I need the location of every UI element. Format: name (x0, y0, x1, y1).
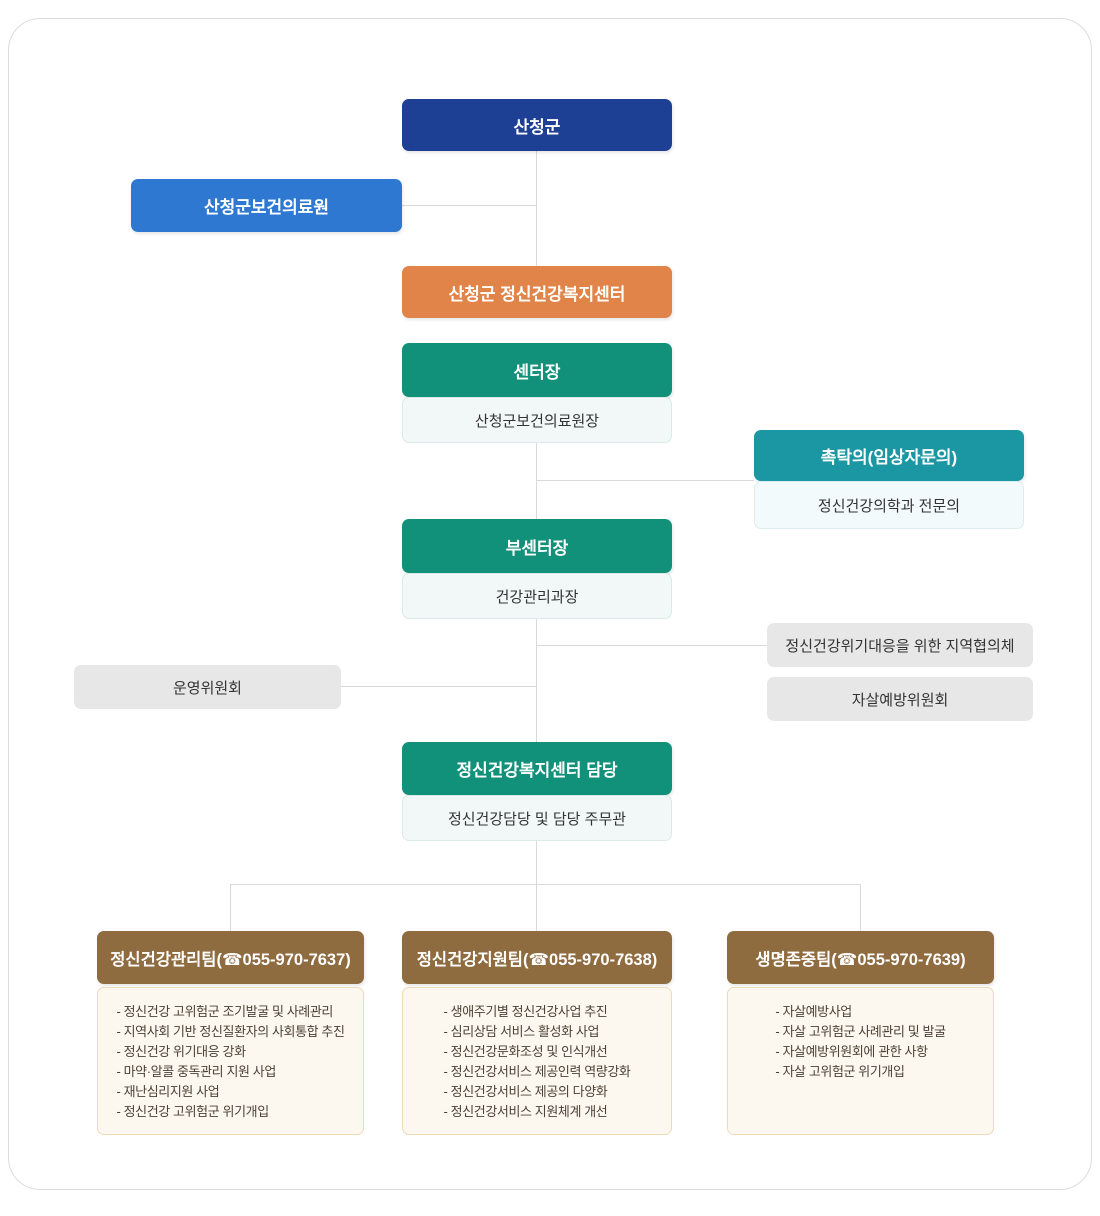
node-steering-committee: 운영위원회 (74, 665, 341, 709)
team1-duty: 정신건강 고위험군 조기발굴 및 사례관리 (116, 1002, 334, 1022)
team2-duty: 정신건강서비스 지원체계 개선 (444, 1102, 608, 1122)
node-deputy-director: 부센터장 (402, 519, 672, 573)
team-life-respect-duties: 자살예방사업 자살 고위험군 사례관리 및 발굴 자살예방위원회에 관한 사항 … (727, 987, 994, 1135)
team2-duty: 정신건강서비스 제공의 다양화 (444, 1082, 608, 1102)
connector-deputy-manager-vertical (536, 619, 537, 742)
node-mental-health-welfare-center: 산청군 정신건강복지센터 (402, 266, 672, 318)
team1-duty: 재난심리지원 사업 (116, 1082, 220, 1102)
team3-duty: 자살 고위험군 사례관리 및 발굴 (775, 1022, 947, 1042)
team-mental-health-support-duties: 생애주기별 정신건강사업 추진 심리상담 서비스 활성화 사업 정신건강문화조성… (402, 987, 672, 1135)
org-chart-card: 산청군 산청군보건의료원 산청군 정신건강복지센터 센터장 산청군보건의료원장 … (8, 18, 1092, 1190)
node-center-director: 센터장 (402, 343, 672, 397)
connector-steering-committee-horizontal (341, 686, 537, 687)
team1-duty: 정신건강 고위험군 위기개입 (116, 1102, 270, 1122)
node-team-mental-health-management: 정신건강관리팀(☎055-970-7637) (97, 931, 364, 984)
node-consulting-physician-sub: 정신건강의학과 전문의 (754, 481, 1024, 529)
connector-director-deputy-vertical (536, 443, 537, 519)
team2-duty: 심리상담 서비스 활성화 사업 (444, 1022, 600, 1042)
node-team-mental-health-support: 정신건강지원팀(☎055-970-7638) (402, 931, 672, 984)
connector-health-center-horizontal (402, 205, 537, 206)
connector-team3-drop (860, 884, 861, 931)
node-center-manager: 정신건강복지센터 담당 (402, 742, 672, 795)
connector-team2-drop (536, 884, 537, 931)
node-center-director-sub: 산청군보건의료원장 (402, 397, 672, 443)
team2-duty: 정신건강서비스 제공인력 역량강화 (444, 1062, 631, 1082)
team1-duty: 지역사회 기반 정신질환자의 사회통합 추진 (116, 1022, 345, 1042)
team-mental-health-management-duties: 정신건강 고위험군 조기발굴 및 사례관리 지역사회 기반 정신질환자의 사회통… (97, 987, 364, 1135)
node-center-manager-sub: 정신건강담당 및 담당 주무관 (402, 795, 672, 841)
node-deputy-director-sub: 건강관리과장 (402, 573, 672, 619)
connector-top-vertical (536, 151, 537, 266)
team3-duty: 자살예방위원회에 관한 사항 (775, 1042, 929, 1062)
team3-duty: 자살예방사업 (775, 1002, 853, 1022)
connector-consultant-horizontal (537, 480, 754, 481)
connector-regional-council-horizontal (537, 645, 767, 646)
connector-teams-horizontal (230, 884, 861, 885)
node-consulting-physician: 촉탁의(임상자문의) (754, 430, 1024, 481)
node-sancheong: 산청군 (402, 99, 672, 151)
team2-duty: 생애주기별 정신건강사업 추진 (444, 1002, 608, 1022)
connector-manager-teams-vertical (536, 841, 537, 885)
node-health-medical-center: 산청군보건의료원 (131, 179, 402, 232)
node-regional-crisis-council: 정신건강위기대응을 위한 지역협의체 (767, 623, 1033, 667)
node-team-life-respect: 생명존중팀(☎055-970-7639) (727, 931, 994, 984)
node-suicide-prevention-committee: 자살예방위원회 (767, 677, 1033, 721)
connector-team1-drop (230, 884, 231, 931)
team2-duty: 정신건강문화조성 및 인식개선 (444, 1042, 608, 1062)
team3-duty: 자살 고위험군 위기개입 (775, 1062, 905, 1082)
team1-duty: 마약·알콜 중독관리 지원 사업 (116, 1062, 277, 1082)
team1-duty: 정신건강 위기대응 강화 (116, 1042, 246, 1062)
